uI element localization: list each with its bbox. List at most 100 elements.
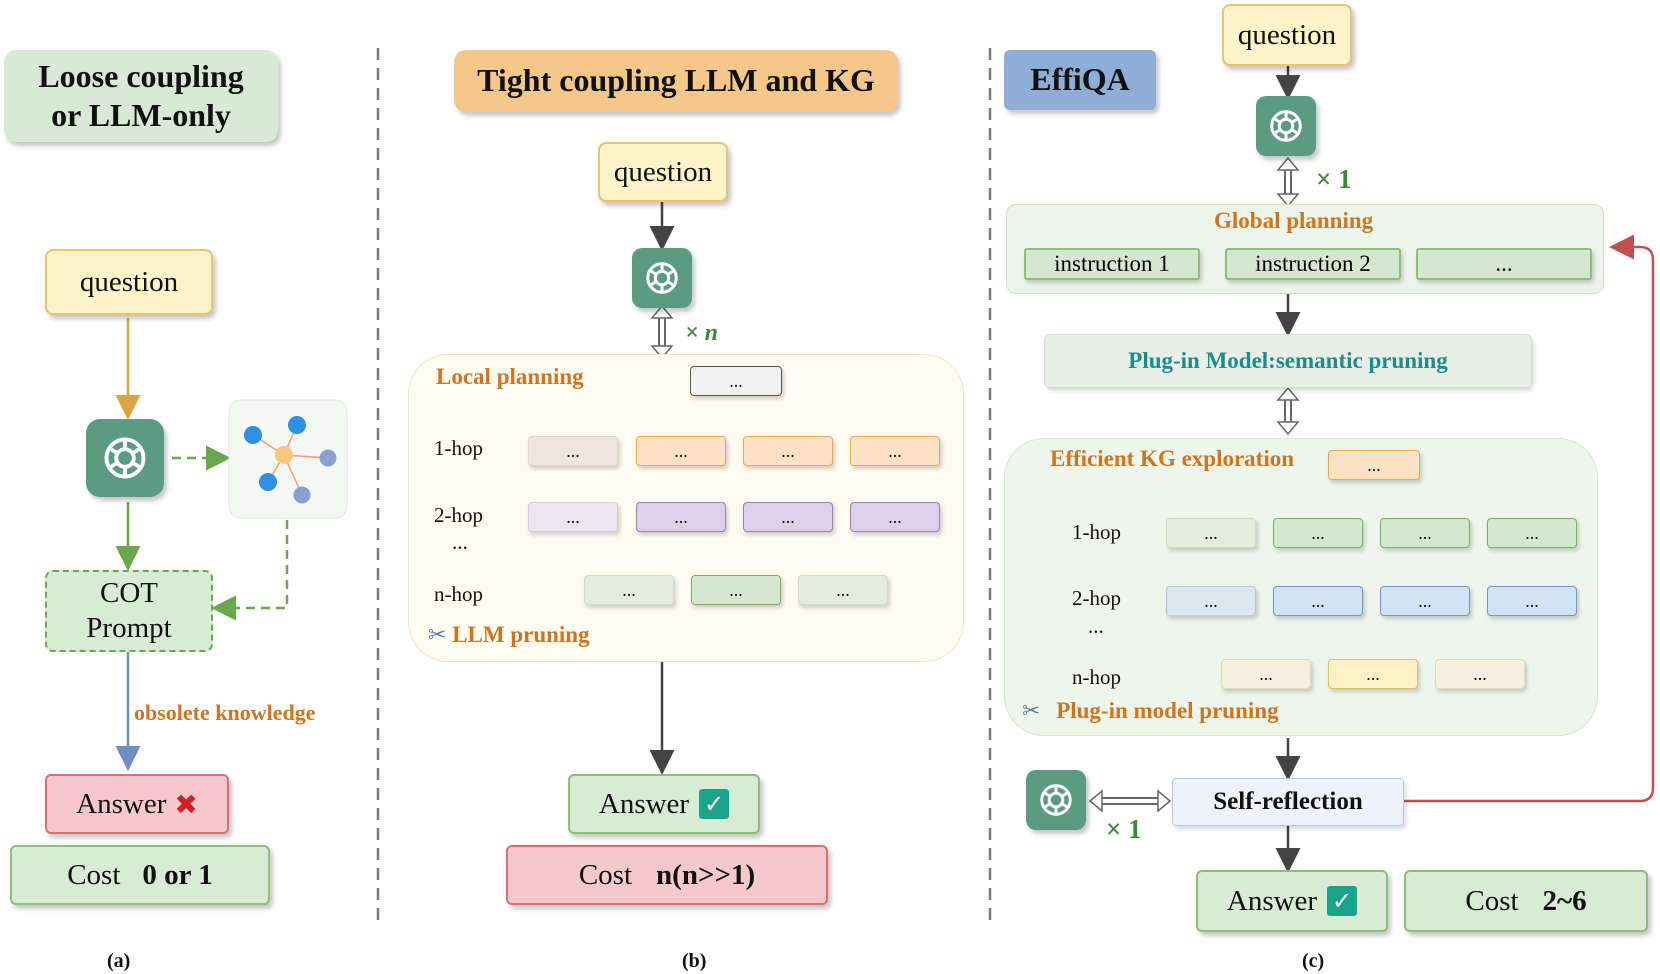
node-text: ...: [781, 506, 795, 527]
node-text-c: ...: [1204, 590, 1218, 611]
node-text: ...: [566, 506, 580, 527]
kg-node-c: ...: [1273, 586, 1363, 616]
times-n-label: × n: [685, 320, 719, 346]
node-text: ...: [781, 440, 795, 461]
scissors-icon-c: ✂: [1022, 699, 1041, 724]
node-text: ...: [729, 579, 743, 600]
hop-label-1: 1-hop: [434, 436, 483, 460]
panel-c-answer-text: Answer: [1226, 884, 1318, 917]
plan-node-c-text: ...: [1367, 454, 1381, 475]
panel-b-answer: Answer ✓: [568, 774, 760, 834]
instruction-3-text: ...: [1495, 251, 1513, 276]
chatgpt-icon-c-bottom: [1026, 770, 1086, 830]
bidirectional-arrow-c-self: [1088, 789, 1172, 813]
panel-b-cost: Cost n(n>>1): [506, 845, 828, 905]
global-planning-label: Global planning: [1214, 208, 1374, 233]
chatgpt-icon: [86, 419, 164, 497]
node-text: ...: [836, 579, 850, 600]
kg-node-c: ...: [1487, 586, 1577, 616]
kg-node: ...: [798, 575, 888, 605]
bidirectional-arrow-c-top: [1276, 156, 1300, 208]
hop-label-n: n-hop: [434, 582, 483, 606]
panel-a-title-text: Loose coupling or LLM-only: [38, 57, 244, 133]
cot-prompt-box: COT Prompt: [45, 570, 213, 652]
node-text-c: ...: [1525, 590, 1539, 611]
panel-a-cost: Cost 0 or 1: [10, 845, 270, 905]
self-reflection-box: Self-reflection: [1172, 778, 1404, 826]
panel-b-cost-label: Cost: [578, 858, 633, 891]
self-reflection-text: Self-reflection: [1213, 788, 1363, 815]
hop-label-n-c: n-hop: [1072, 665, 1121, 689]
kg-node: ...: [584, 575, 674, 605]
plugin-model-box: Plug-in Model:semantic pruning: [1044, 334, 1532, 388]
node-text: ...: [674, 440, 688, 461]
kg-node: ...: [743, 502, 833, 532]
kg-node-c: ...: [1487, 518, 1577, 548]
node-text-c: ...: [1204, 522, 1218, 543]
plan-node: ...: [690, 366, 782, 396]
kg-exploration-label: Efficient KG exploration: [1050, 446, 1295, 471]
bidirectional-arrow-b: [650, 304, 674, 360]
plugin-model-text: Plug-in Model:semantic pruning: [1128, 348, 1448, 373]
cot-prompt-text: COT Prompt: [86, 577, 172, 644]
bidirectional-arrow-c-mid: [1276, 386, 1300, 436]
node-text: ...: [888, 506, 902, 527]
panel-b-title-text: Tight coupling LLM and KG: [477, 62, 875, 99]
panel-b-answer-text: Answer: [598, 787, 690, 820]
local-planning-label: Local planning: [436, 364, 584, 389]
kg-node: ...: [528, 502, 618, 532]
plugin-pruning-label: ✂ Plug-in model pruning: [1022, 698, 1279, 724]
llm-pruning-label: ✂ LLM pruning: [428, 622, 590, 648]
hop-label-dots: ...: [452, 530, 468, 554]
hop-label-2: 2-hop: [434, 503, 483, 527]
caption-a: (a): [107, 950, 131, 972]
kg-node: ...: [528, 436, 618, 466]
kg-node: ...: [691, 575, 781, 605]
panel-a-cost-label: Cost: [67, 858, 121, 891]
panel-c-cost-label: Cost: [1465, 884, 1519, 917]
check-icon-c: ✓: [1327, 886, 1358, 916]
check-mark-c: ✓: [1332, 887, 1353, 915]
node-text-c: ...: [1525, 522, 1539, 543]
panel-c-title-text: EffiQA: [1030, 61, 1130, 98]
panel-c-answer: Answer ✓: [1196, 870, 1388, 932]
hop-label-2-c: 2-hop: [1072, 586, 1121, 610]
panel-a-question-text: question: [79, 265, 179, 298]
node-text-c: ...: [1311, 522, 1325, 543]
panel-b-title: Tight coupling LLM and KG: [454, 50, 898, 112]
panel-a-title: Loose coupling or LLM-only: [4, 50, 278, 142]
kg-node-c: ...: [1380, 518, 1470, 548]
node-text-c: ...: [1259, 663, 1273, 684]
panel-a-question: question: [45, 249, 213, 315]
instruction-2-text: instruction 2: [1255, 251, 1371, 276]
node-text-c: ...: [1418, 522, 1432, 543]
kg-node: ...: [636, 502, 726, 532]
instruction-box-3: ...: [1416, 248, 1592, 280]
instruction-box-2: instruction 2: [1225, 248, 1401, 280]
node-text-c: ...: [1418, 590, 1432, 611]
kg-node-c: ...: [1435, 659, 1525, 689]
times-1-top-label: × 1: [1316, 164, 1352, 194]
panel-c-cost-value: 2~6: [1542, 884, 1587, 917]
chatgpt-icon-b: [632, 248, 692, 308]
times-1-bottom-label: × 1: [1106, 814, 1142, 844]
kg-node: ...: [850, 502, 940, 532]
plan-node-c: ...: [1328, 450, 1420, 480]
caption-c: (c): [1302, 950, 1325, 972]
node-text: ...: [888, 440, 902, 461]
panel-b-cost-value: n(n>>1): [656, 858, 756, 891]
obsolete-knowledge-label: obsolete knowledge: [134, 700, 316, 725]
cross-icon: ✖: [174, 787, 198, 821]
plan-node-text: ...: [729, 370, 743, 391]
panel-c-title: EffiQA: [1004, 50, 1156, 110]
hop-label-dots-c: ...: [1088, 614, 1104, 638]
kg-node-c: ...: [1166, 518, 1256, 548]
kg-node: ...: [850, 436, 940, 466]
panel-a-cost-value: 0 or 1: [142, 858, 213, 891]
node-text-c: ...: [1311, 590, 1325, 611]
check-mark: ✓: [704, 790, 725, 818]
caption-b: (b): [682, 950, 707, 972]
scissors-icon: ✂: [428, 623, 447, 648]
check-icon: ✓: [699, 789, 730, 819]
kg-graph-icon: [228, 399, 348, 519]
